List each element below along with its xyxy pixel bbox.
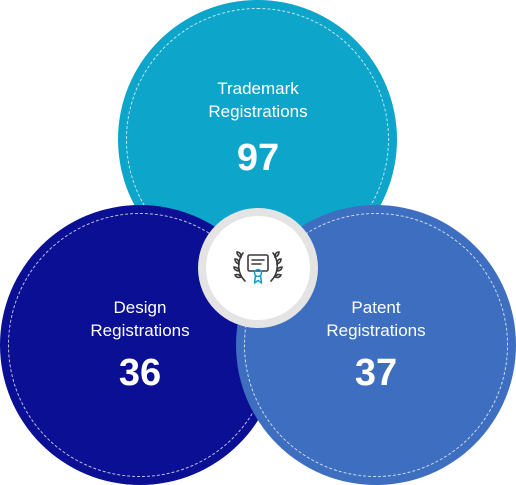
design-label-line1: Design xyxy=(113,298,167,317)
design-label-line2: Registrations xyxy=(90,321,190,340)
certificate-award-icon xyxy=(233,251,283,284)
patent-dashed-ring xyxy=(244,213,508,477)
trademark-label-line1: Trademark xyxy=(217,79,299,98)
trademark-label: Trademark Registrations xyxy=(158,77,358,123)
patent-label-line1: Patent xyxy=(351,298,401,317)
patent-label: Patent Registrations xyxy=(276,296,476,342)
design-label: Design Registrations xyxy=(40,296,240,342)
trademark-label-line2: Registrations xyxy=(208,102,308,121)
trademark-value: 97 xyxy=(236,137,280,179)
design-value: 36 xyxy=(118,352,162,394)
patent-value: 37 xyxy=(354,352,398,394)
center-badge xyxy=(198,208,318,328)
patent-label-line2: Registrations xyxy=(326,321,426,340)
center-badge-inner xyxy=(206,216,310,320)
